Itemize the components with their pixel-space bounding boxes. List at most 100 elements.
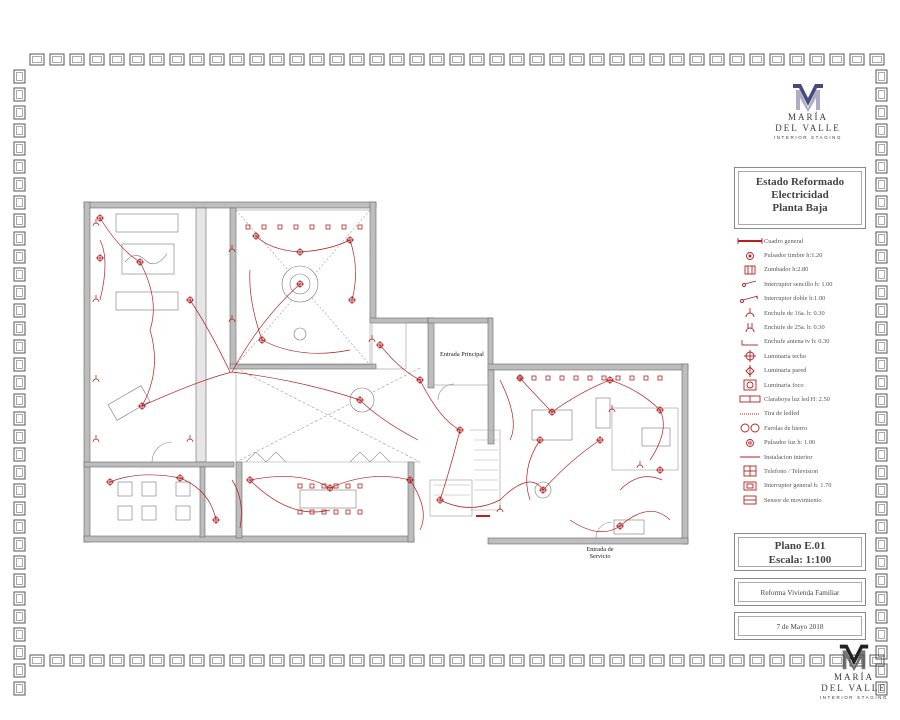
frame-tile-left: [13, 663, 26, 678]
ceiling-spot: [357, 483, 363, 489]
ceiling-spot: [309, 483, 315, 489]
frame-tile-top: [649, 53, 665, 66]
wire-run: [526, 439, 541, 501]
frame-tile-bottom-inner: [632, 657, 642, 664]
frame-tile-left-inner: [16, 144, 23, 153]
frame-tile-bottom: [649, 654, 665, 667]
frame-tile-top-inner: [92, 56, 102, 63]
frame-tile-bottom: [729, 654, 745, 667]
legend-item: Enchufe de 16a. h: 0.30: [736, 306, 866, 320]
desk: [107, 385, 151, 421]
frame-tile-left: [13, 141, 26, 156]
frame-tile-bottom: [589, 654, 605, 667]
frame-tile-bottom-inner: [732, 657, 742, 664]
frame-tile-top: [209, 53, 225, 66]
frame-tile-right: [875, 321, 888, 336]
entrance-hall: [433, 322, 489, 386]
ceiling-spot: [245, 224, 251, 230]
frame-tile-top-inner: [292, 56, 302, 63]
frame-tile-bottom: [749, 654, 765, 667]
frame-tile-top-inner: [272, 56, 282, 63]
frame-tile-left-inner: [16, 126, 23, 135]
frame-tile-right-inner: [878, 666, 885, 675]
frame-tile-right-inner: [878, 378, 885, 387]
frame-tile-left: [13, 411, 26, 426]
door-bifold-2: [349, 451, 391, 463]
frame-tile-right: [875, 537, 888, 552]
frame-tile-left-inner: [16, 108, 23, 117]
frame-tile-bottom: [229, 654, 245, 667]
frame-tile-right: [875, 573, 888, 588]
frame-tile-left-inner: [16, 90, 23, 99]
frame-tile-left-inner: [16, 396, 23, 405]
frame-tile-right: [875, 501, 888, 516]
legend-label: Enchufe de 16a. h: 0.30: [764, 309, 825, 317]
wall-kitchen-south: [487, 537, 689, 545]
frame-tile-right-inner: [878, 126, 885, 135]
frame-tile-left: [13, 249, 26, 264]
frame-tile-top-inner: [112, 56, 122, 63]
light-fixture: [376, 341, 384, 349]
frame-tile-bottom: [49, 654, 65, 667]
frame-tile-right: [875, 267, 888, 282]
frame-tile-top-inner: [572, 56, 582, 63]
frame-tile-right: [875, 627, 888, 642]
legend-label: Sensor de movimiento: [764, 496, 822, 504]
frame-tile-top: [349, 53, 365, 66]
wall-south-left: [83, 535, 415, 543]
frame-tile-right: [875, 213, 888, 228]
frame-tile-top: [589, 53, 605, 66]
walls: [83, 201, 689, 545]
luminaria-foco-icon: [736, 379, 764, 391]
frame-tile-bottom-inner: [152, 657, 162, 664]
frame-tile-bottom: [689, 654, 705, 667]
coffee-table: [121, 243, 175, 275]
frame-tile-left: [13, 321, 26, 336]
wire-run: [231, 479, 242, 529]
legend-item: Farolas de hierro: [736, 421, 866, 435]
brand-name-line2: DEL VALLE: [821, 683, 887, 693]
light-fixture: [326, 484, 334, 492]
frame-tile-left-inner: [16, 558, 23, 567]
frame-tile-top-inner: [312, 56, 322, 63]
hall-diagonal-2: [235, 367, 421, 463]
frame-tile-right-inner: [878, 684, 885, 693]
frame-tile-bottom: [329, 654, 345, 667]
brand-name-line1: MARÍA: [787, 112, 828, 122]
legend-item: Luminaria foco: [736, 378, 866, 392]
legend-item: Telefono / Television: [736, 464, 866, 478]
title-line2: Electricidad: [771, 189, 829, 201]
frame-tile-bottom: [489, 654, 505, 667]
ceiling-spot: [341, 224, 347, 230]
frame-tile-bottom: [569, 654, 585, 667]
frame-tile-left-inner: [16, 612, 23, 621]
frame-tile-top-inner: [332, 56, 342, 63]
frame-tile-left-inner: [16, 216, 23, 225]
frame-tile-top: [49, 53, 65, 66]
frame-tile-top-inner: [52, 56, 62, 63]
frame-tile-right-inner: [878, 414, 885, 423]
light-fixture: [252, 232, 260, 240]
wire-run: [189, 299, 231, 373]
legend-label: Luminaria foco: [764, 381, 804, 389]
socket: [228, 315, 236, 323]
frame-tile-bottom-inner: [332, 657, 342, 664]
wall-kitchen-north: [487, 363, 689, 371]
brand-tagline: INTERIOR STAGING: [773, 135, 843, 140]
frame-tile-bottom-inner: [232, 657, 242, 664]
wall-bedroom-divider: [199, 466, 206, 538]
frame-tile-top: [749, 53, 765, 66]
frame-tile-bottom-inner: [752, 657, 762, 664]
title-block: Estado Reformado Electricidad Planta Baj…: [734, 167, 866, 229]
ceiling-spot: [277, 224, 283, 230]
frame-tile-bottom-inner: [132, 657, 142, 664]
wire-run: [542, 439, 601, 491]
frame-tile-top-inner: [192, 56, 202, 63]
frame-tile-right-inner: [878, 504, 885, 513]
frame-tile-left: [13, 303, 26, 318]
wall-salon-west: [229, 207, 237, 369]
project-box: Reforma Vivienda Familiar: [734, 578, 866, 606]
ceiling-spot: [657, 375, 663, 381]
light-fixture: [616, 522, 624, 530]
